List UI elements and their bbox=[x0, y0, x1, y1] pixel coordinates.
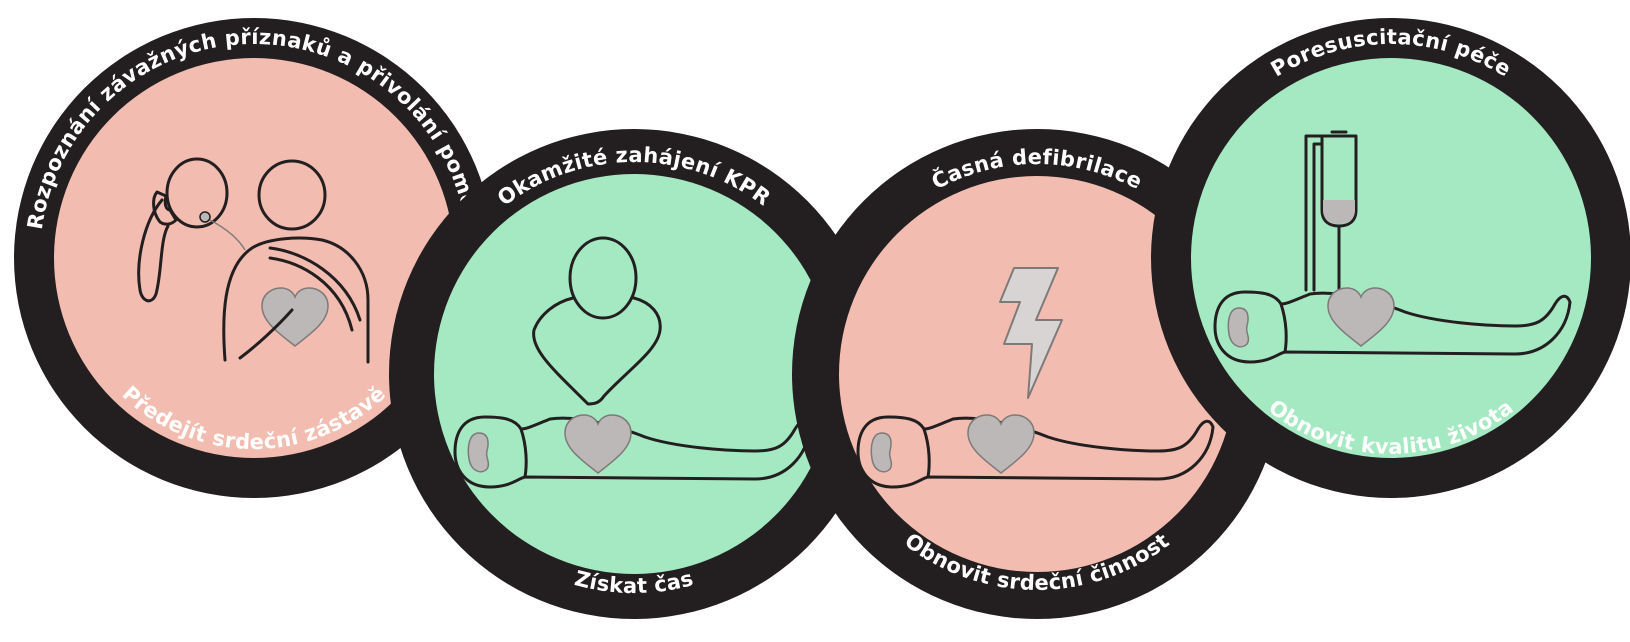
link-2-face bbox=[434, 174, 834, 574]
chain-link-4: Poresuscitační péče Obnovit kvalitu živo… bbox=[1151, 18, 1630, 498]
link-4-face bbox=[1191, 58, 1591, 458]
